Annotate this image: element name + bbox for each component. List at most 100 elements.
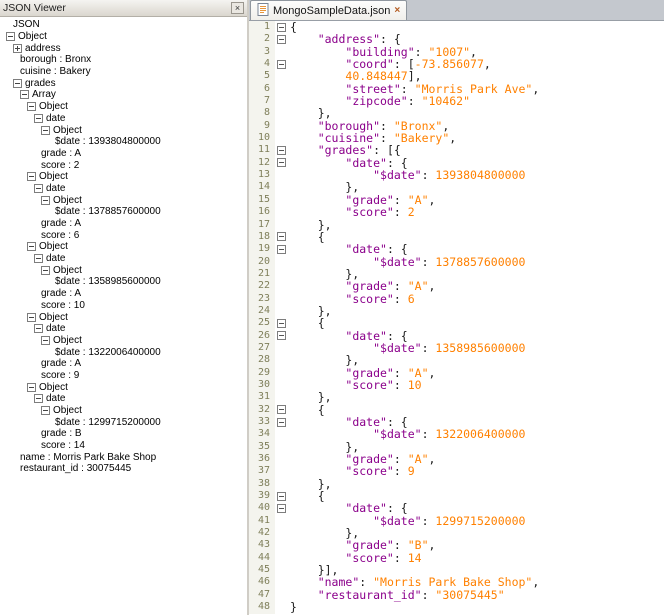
collapse-icon[interactable] [34,183,43,193]
fold-margin-cell[interactable] [275,490,288,503]
collapse-icon[interactable] [41,265,50,275]
fold-margin-cell[interactable] [275,329,288,342]
tree-node[interactable]: date [0,393,247,405]
fold-margin-cell[interactable] [275,403,288,416]
tree-node[interactable]: Object [0,241,247,253]
tree-node[interactable]: $date : 1393804800000 [0,136,247,148]
fold-collapse-icon[interactable] [277,232,286,242]
tree-node[interactable]: grade : A [0,218,247,230]
code-line: 21 }, [249,268,664,281]
tree-node[interactable]: borough : Bronx [0,54,247,66]
panel-close-icon[interactable]: × [231,2,244,14]
tree-node[interactable]: grade : B [0,428,247,440]
collapse-icon[interactable] [34,394,43,404]
tree-node[interactable]: grades [0,77,247,89]
line-number: 31 [249,391,275,404]
tree-node[interactable]: Object [0,194,247,206]
tree-node[interactable]: Object [0,101,247,113]
collapse-icon[interactable] [34,254,43,264]
tree-node[interactable]: score : 6 [0,229,247,241]
tree-node[interactable]: score : 14 [0,440,247,452]
collapse-icon[interactable] [13,78,22,88]
fold-collapse-icon[interactable] [277,145,286,155]
fold-collapse-icon[interactable] [277,244,286,254]
fold-margin-cell [275,304,288,318]
fold-collapse-icon[interactable] [277,158,286,168]
line-number: 25 [249,317,275,330]
tab-close-icon[interactable]: × [394,4,401,16]
collapse-icon[interactable] [6,32,15,42]
tree-node[interactable]: score : 10 [0,300,247,312]
fold-margin-cell[interactable] [275,243,288,256]
tree-node[interactable]: date [0,113,247,125]
tree-node[interactable]: grade : A [0,358,247,370]
code-editor[interactable]: 1{2 "address": {3 "building": "1007",4 "… [249,21,664,615]
fold-collapse-icon[interactable] [277,491,286,501]
collapse-icon[interactable] [41,125,50,135]
tree-node[interactable]: grade : A [0,288,247,300]
fold-collapse-icon[interactable] [277,331,286,341]
tree-node[interactable]: Object [0,311,247,323]
tree-node[interactable]: score : 2 [0,159,247,171]
collapse-icon[interactable] [41,195,50,205]
tree-node[interactable]: $date : 1378857600000 [0,206,247,218]
tree-node[interactable]: score : 9 [0,370,247,382]
tree-node[interactable]: Object [0,124,247,136]
code-text: { [290,229,325,244]
collapse-icon[interactable] [27,382,36,392]
tree-node[interactable]: Object [0,405,247,417]
collapse-icon[interactable] [34,324,43,334]
fold-collapse-icon[interactable] [277,22,286,32]
fold-margin-cell[interactable] [275,21,288,34]
fold-collapse-icon[interactable] [277,318,286,328]
fold-margin-cell[interactable] [275,144,288,157]
fold-margin-cell[interactable] [275,230,288,244]
expand-icon[interactable] [13,43,22,53]
fold-margin-cell [275,107,288,120]
tree-node[interactable]: $date : 1322006400000 [0,346,247,358]
collapse-icon[interactable] [27,242,36,252]
tree-node[interactable]: Object [0,335,247,347]
collapse-icon[interactable] [27,102,36,112]
fold-margin-cell[interactable] [275,58,288,71]
tree-node[interactable]: JSON [0,19,247,31]
tree-node[interactable]: date [0,183,247,195]
line-number: 19 [249,243,275,256]
fold-margin-cell[interactable] [275,502,288,515]
tree-node-label: Object [53,264,82,276]
collapse-icon[interactable] [20,90,29,100]
tree-node[interactable]: $date : 1358985600000 [0,276,247,288]
collapse-icon[interactable] [34,113,43,123]
tab-mongosampledata-json[interactable]: MongoSampleData.json × [250,0,408,20]
json-viewer-panel-header: JSON Viewer × [0,0,247,17]
collapse-icon[interactable] [27,312,36,322]
fold-margin-cell[interactable] [275,416,288,429]
collapse-icon[interactable] [41,406,50,416]
tree-node[interactable]: date [0,253,247,265]
tree-node[interactable]: grade : A [0,148,247,160]
line-number: 45 [249,564,275,577]
fold-collapse-icon[interactable] [277,59,286,69]
tree-node[interactable]: address [0,42,247,54]
tree-node[interactable]: restaurant_id : 30075445 [0,463,247,475]
code-text: "date": { [345,155,408,170]
tree-node[interactable]: Object [0,264,247,276]
fold-collapse-icon[interactable] [277,405,286,415]
fold-collapse-icon[interactable] [277,503,286,513]
collapse-icon[interactable] [27,172,36,182]
fold-collapse-icon[interactable] [277,417,286,427]
fold-margin-cell[interactable] [275,156,288,170]
tree-node[interactable]: Array [0,89,247,101]
tree-node[interactable]: Object [0,381,247,393]
tree-node[interactable]: date [0,323,247,335]
tree-node[interactable]: Object [0,171,247,183]
collapse-icon[interactable] [41,335,50,345]
tree-node[interactable]: Object [0,31,247,43]
fold-margin-cell[interactable] [275,317,288,330]
tree-node[interactable]: name : Morris Park Bake Shop [0,451,247,463]
fold-margin-cell[interactable] [275,33,288,46]
tree-node[interactable]: $date : 1299715200000 [0,416,247,428]
code-line: 1{ [249,21,664,34]
tree-node[interactable]: cuisine : Bakery [0,66,247,78]
fold-collapse-icon[interactable] [277,34,286,44]
